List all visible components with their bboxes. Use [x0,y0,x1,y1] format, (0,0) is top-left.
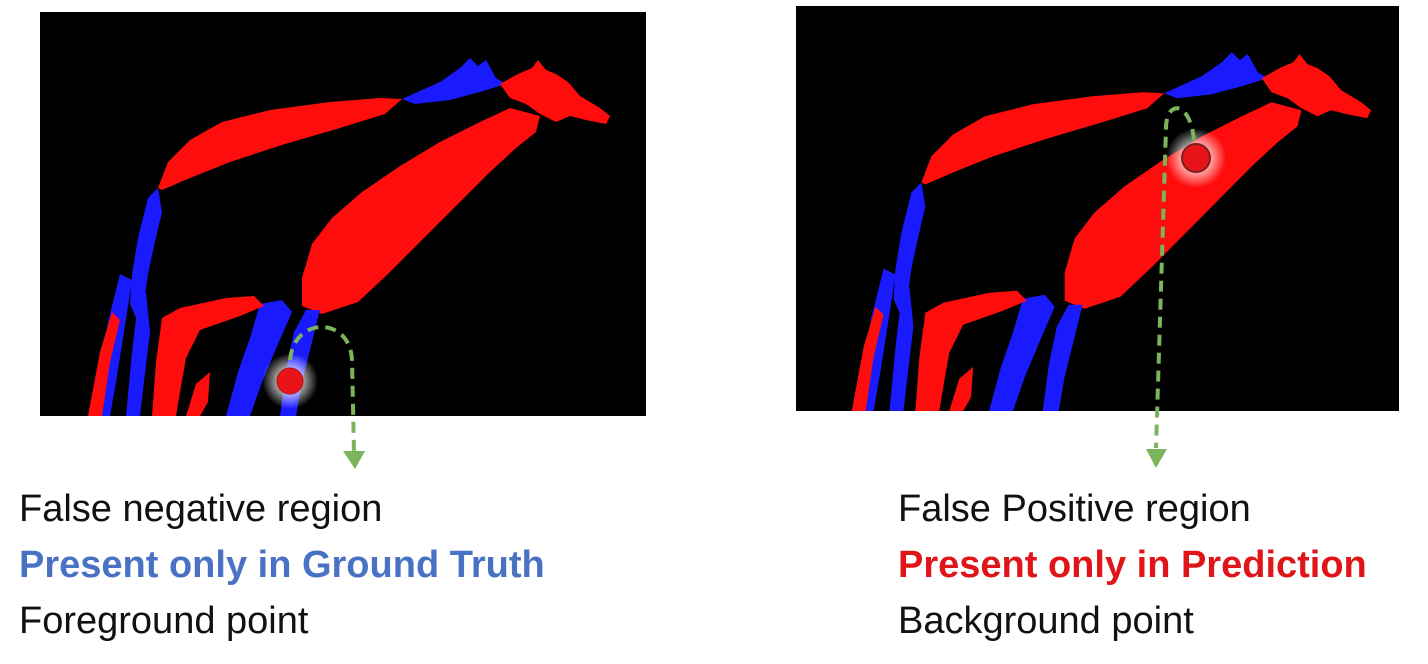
left-caption: False negative region Present only in Gr… [19,481,545,649]
right-mask-drawing [851,52,1372,411]
right-arrow-head-icon [1146,449,1167,468]
right-mask-image [796,6,1399,411]
left-caption-emphasis: Present only in Ground Truth [19,544,545,586]
right-caption-title: False Positive region [898,488,1251,530]
left-mask-image [40,12,646,416]
right-caption-emphasis: Present only in Prediction [898,544,1367,586]
left-arrow-head-icon [343,451,365,469]
left-mask-drawing [88,58,610,416]
left-caption-title: False negative region [19,488,383,530]
right-caption: False Positive region Present only in Pr… [898,481,1367,649]
left-caption-point-type: Foreground point [19,600,309,642]
right-caption-point-type: Background point [898,600,1194,642]
